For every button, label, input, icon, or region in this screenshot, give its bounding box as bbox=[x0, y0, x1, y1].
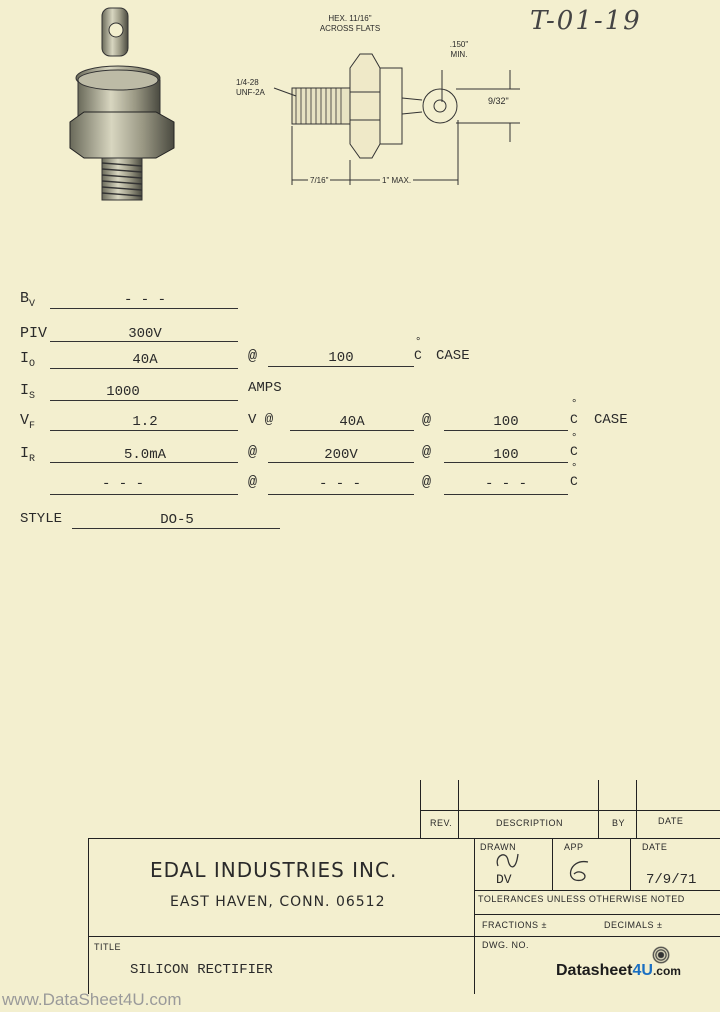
row7-at: @ bbox=[248, 474, 258, 491]
row7-at2: @ bbox=[422, 474, 432, 491]
style-line bbox=[72, 528, 280, 529]
vf-at2: @ bbox=[422, 412, 432, 429]
io-temp-line bbox=[268, 366, 414, 367]
ir-voltage: 200V bbox=[324, 447, 358, 463]
ir-degree: ° bbox=[572, 432, 577, 444]
vf-temp-line bbox=[444, 430, 568, 431]
dimension-drawing: HEX. 11/16" ACROSS FLATS 1/4-28 UNF-2A .… bbox=[230, 10, 530, 200]
company-name: EDAL INDUSTRIES INC. bbox=[150, 858, 398, 882]
ir-at: @ bbox=[248, 444, 258, 461]
row7-end-line bbox=[444, 494, 568, 495]
handwritten-annotation: T-01-19 bbox=[530, 6, 642, 36]
ir-label: IR bbox=[20, 445, 36, 465]
row7-degree: ° bbox=[572, 462, 577, 474]
vf-unit: C bbox=[570, 412, 578, 427]
description-header: DESCRIPTION bbox=[496, 818, 564, 828]
vf-line bbox=[50, 430, 238, 431]
row7-mid: - - - bbox=[318, 476, 361, 492]
date-value: 7/9/71 bbox=[646, 872, 697, 888]
vf-label: VF bbox=[20, 412, 36, 432]
is-unit: AMPS bbox=[248, 380, 282, 396]
io-line bbox=[50, 368, 238, 369]
date-header: DATE bbox=[658, 816, 684, 826]
ir-temp-line bbox=[444, 462, 568, 463]
ir-voltage-line bbox=[268, 462, 414, 463]
bv-line bbox=[50, 308, 238, 309]
watermark-logo: Datasheet4U.com bbox=[556, 946, 681, 980]
is-line bbox=[50, 400, 238, 401]
io-degree: ° bbox=[416, 336, 421, 348]
ir-unit: C bbox=[570, 444, 578, 459]
is-label: IS bbox=[20, 382, 36, 402]
drawn-initials bbox=[492, 848, 532, 878]
style-label: STYLE bbox=[20, 511, 63, 527]
row7-line bbox=[50, 494, 238, 495]
title-label: TITLE bbox=[94, 942, 122, 952]
drawn-label: DRAWN bbox=[480, 842, 517, 852]
io-label: IO bbox=[20, 350, 36, 370]
bv-value: - - - bbox=[123, 292, 166, 308]
fingerprint-icon bbox=[652, 946, 670, 964]
hole-label: .150" MIN. bbox=[449, 40, 469, 59]
row7-value: - - - bbox=[101, 476, 144, 492]
row7-unit: C bbox=[570, 474, 578, 489]
vf-current: 40A bbox=[339, 414, 365, 430]
title-value: SILICON RECTIFIER bbox=[130, 962, 273, 978]
row7-mid-line bbox=[268, 494, 414, 495]
io-temp: 100 bbox=[328, 350, 354, 366]
date2-label: DATE bbox=[642, 842, 668, 852]
ir-at2: @ bbox=[422, 444, 432, 461]
watermark-url: www.DataSheet4U.com bbox=[2, 990, 182, 1009]
thread-label: 1/4-28 UNF-2A bbox=[236, 78, 265, 97]
io-unit: C bbox=[414, 348, 422, 363]
io-case: CASE bbox=[436, 348, 470, 364]
vf-case: CASE bbox=[594, 412, 628, 428]
io-value: 40A bbox=[132, 352, 158, 368]
bv-label: BV bbox=[20, 290, 36, 310]
vf-current-line bbox=[290, 430, 414, 431]
vf-value: 1.2 bbox=[132, 414, 158, 430]
dim1-label: 7/16" bbox=[308, 176, 331, 185]
decimals-label: DECIMALS ± bbox=[604, 920, 663, 930]
ir-temp: 100 bbox=[493, 447, 519, 463]
ir-value: 5.0mA bbox=[123, 447, 166, 463]
piv-line bbox=[50, 341, 238, 342]
height-label: 9/32" bbox=[488, 96, 509, 106]
app-initials bbox=[560, 856, 596, 890]
vf-temp: 100 bbox=[493, 414, 519, 430]
rectifier-photo bbox=[60, 0, 190, 210]
app-label: APP bbox=[564, 842, 584, 852]
rev-header: REV. bbox=[430, 818, 453, 828]
vf-degree: ° bbox=[572, 398, 577, 410]
hex-label: HEX. 11/16" ACROSS FLATS bbox=[319, 14, 381, 33]
ir-line bbox=[50, 462, 238, 463]
piv-value: 300V bbox=[128, 326, 162, 342]
vf-v-at: V @ bbox=[248, 412, 274, 428]
piv-label: PIV bbox=[20, 325, 48, 342]
drawn-value: DV bbox=[496, 872, 512, 887]
dim2-label: 1" MAX. bbox=[380, 176, 414, 185]
row7-end: - - - bbox=[484, 476, 527, 492]
by-header: BY bbox=[612, 818, 626, 828]
tolerances-label: TOLERANCES UNLESS OTHERWISE NOTED bbox=[478, 894, 685, 904]
io-at: @ bbox=[248, 348, 258, 365]
fractions-label: FRACTIONS ± bbox=[482, 920, 547, 930]
company-address: EAST HAVEN, CONN. 06512 bbox=[170, 894, 386, 910]
style-value: DO-5 bbox=[160, 512, 194, 528]
dwg-no-label: DWG. NO. bbox=[482, 940, 529, 950]
is-value: 1000 bbox=[106, 384, 140, 400]
